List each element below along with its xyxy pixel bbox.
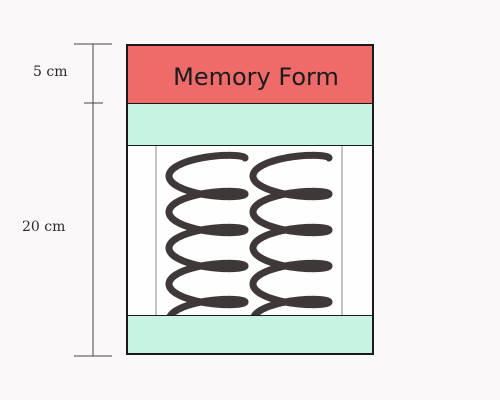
mattress-cross-section: Memory Form <box>126 44 374 355</box>
left-spring-coil <box>165 151 249 317</box>
top-comfort-layer <box>128 104 372 146</box>
bottom-dimension-label: 20 cm <box>22 219 66 235</box>
bottom-comfort-layer <box>128 315 372 353</box>
spring-coil-chamber <box>155 146 343 317</box>
right-spring-coil <box>249 151 333 317</box>
memory-foam-label: Memory Form <box>173 62 339 91</box>
memory-foam-layer: Memory Form <box>128 46 372 104</box>
top-dimension-label: 5 cm <box>33 64 68 80</box>
